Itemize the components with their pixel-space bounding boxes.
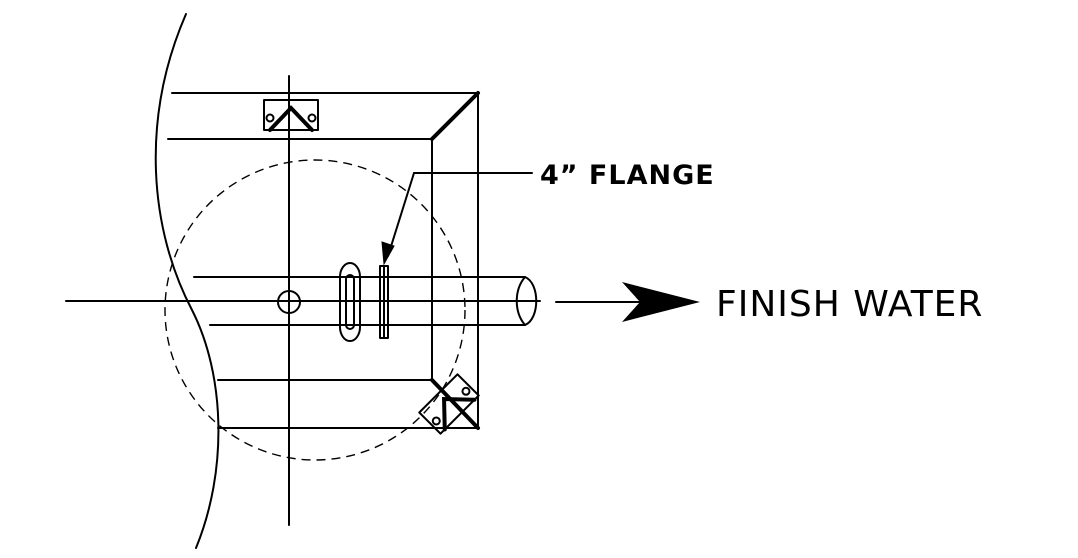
pipe-flange: [379, 265, 389, 339]
bottom-anchor-bracket: [418, 373, 480, 435]
flow-arrowhead-icon: [622, 282, 700, 322]
tank-wall-curve: [154, 13, 220, 549]
flange-leader: [381, 172, 533, 266]
dashed-riser-circle: [164, 159, 466, 461]
finish-water-label: FINISH WATER: [716, 284, 983, 325]
top-anchor-bracket: [263, 99, 319, 132]
center-point-circle: [277, 290, 301, 314]
pipe-coupling: [339, 262, 361, 342]
flange-label: 4” FLANGE: [540, 160, 715, 191]
flow-arrow: [555, 282, 700, 322]
outlet-box: [167, 91, 480, 430]
